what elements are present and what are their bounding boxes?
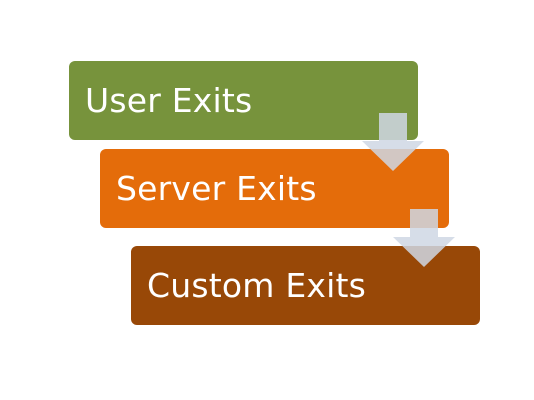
step-label: User Exits — [85, 81, 253, 120]
down-arrow-icon — [362, 113, 424, 171]
step-custom-exits: Custom Exits — [131, 246, 480, 325]
step-server-exits: Server Exits — [100, 149, 449, 228]
step-label: Server Exits — [116, 169, 317, 208]
step-user-exits: User Exits — [69, 61, 418, 140]
step-label: Custom Exits — [147, 266, 366, 305]
down-arrow-icon — [393, 209, 455, 267]
